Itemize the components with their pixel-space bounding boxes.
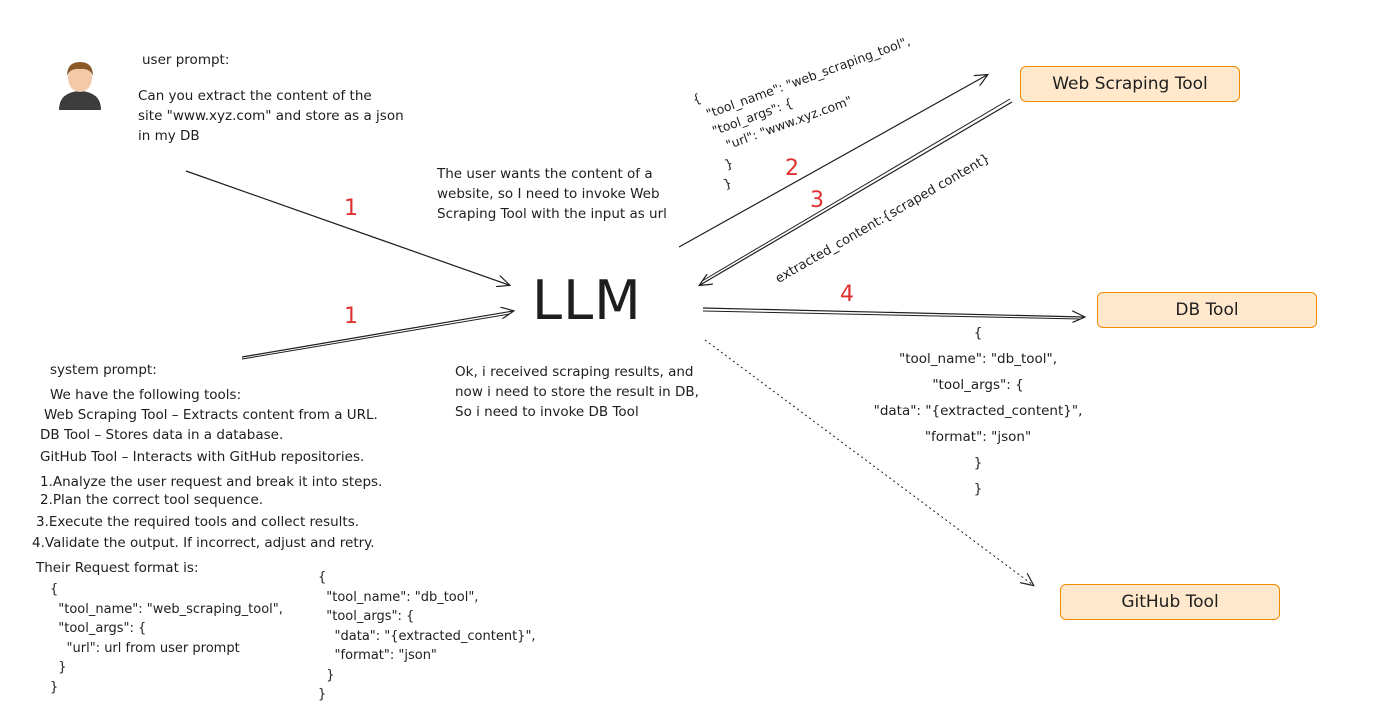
step-number-web-result: 3 [810,188,824,213]
db-call-json-line: "tool_args": { [932,377,1024,393]
system-prompt-line: DB Tool – Stores data in a database. [40,427,284,443]
system-prompt-line: 2.Plan the correct tool sequence. [40,492,264,508]
db-call-json-line: { [973,325,983,341]
db-call-json-line: "tool_name": "db_tool", [898,351,1058,367]
db-call-json-line: "format": "json" [924,429,1032,445]
reasoning-web: The user wants the content of a website,… [437,166,667,222]
request-example-web: { "tool_name": "web_scraping_tool", "too… [50,582,283,695]
user-avatar-icon [59,62,101,110]
system-prompt-line: 1.Analyze the user request and break it … [40,474,383,490]
request-example-db: { "tool_name": "db_tool", "tool_args": {… [318,570,536,702]
db-call-json-line: } [973,455,983,471]
arrow-web-scraping-to-llm [700,101,1013,285]
system-prompt-heading: system prompt: [50,362,157,378]
step-number-user: 1 [344,196,358,221]
user-prompt-heading: user prompt: [142,52,230,68]
step-number-web-call: 2 [785,156,799,181]
arrow-llm-to-db [702,307,1084,317]
step-number-system: 1 [344,304,358,329]
system-prompt-line: Web Scraping Tool – Extracts content fro… [44,407,378,423]
db-call-json: { "tool_name": "db_tool", "tool_args": {… [858,320,1098,502]
request-format-heading: Their Request format is: [36,560,199,576]
arrow-system-to-llm [241,311,513,358]
arrow-llm-to-web-scraping [678,75,987,248]
arrow-llm-to-github [704,339,1033,585]
llm-node: LLM [532,269,642,332]
github-tool-node[interactable]: GitHub Tool [1060,584,1280,620]
system-prompt-line: GitHub Tool – Interacts with GitHub repo… [40,449,365,465]
system-prompt-line: 4.Validate the output. If incorrect, adj… [32,535,375,551]
db-tool-node[interactable]: DB Tool [1097,292,1317,328]
system-prompt-line: We have the following tools: [50,387,242,403]
step-number-db-call: 4 [840,282,854,307]
db-call-json-line: } [973,481,983,497]
web-scraping-tool-node[interactable]: Web Scraping Tool [1020,66,1240,102]
system-prompt-line: 3.Execute the required tools and collect… [36,514,360,530]
db-call-json-line: "data": "{extracted_content}", [873,403,1083,419]
reasoning-db: Ok, i received scraping results, and now… [455,364,699,420]
user-prompt-text: Can you extract the content of the site … [138,88,404,144]
arrow-user-to-llm [185,170,509,285]
